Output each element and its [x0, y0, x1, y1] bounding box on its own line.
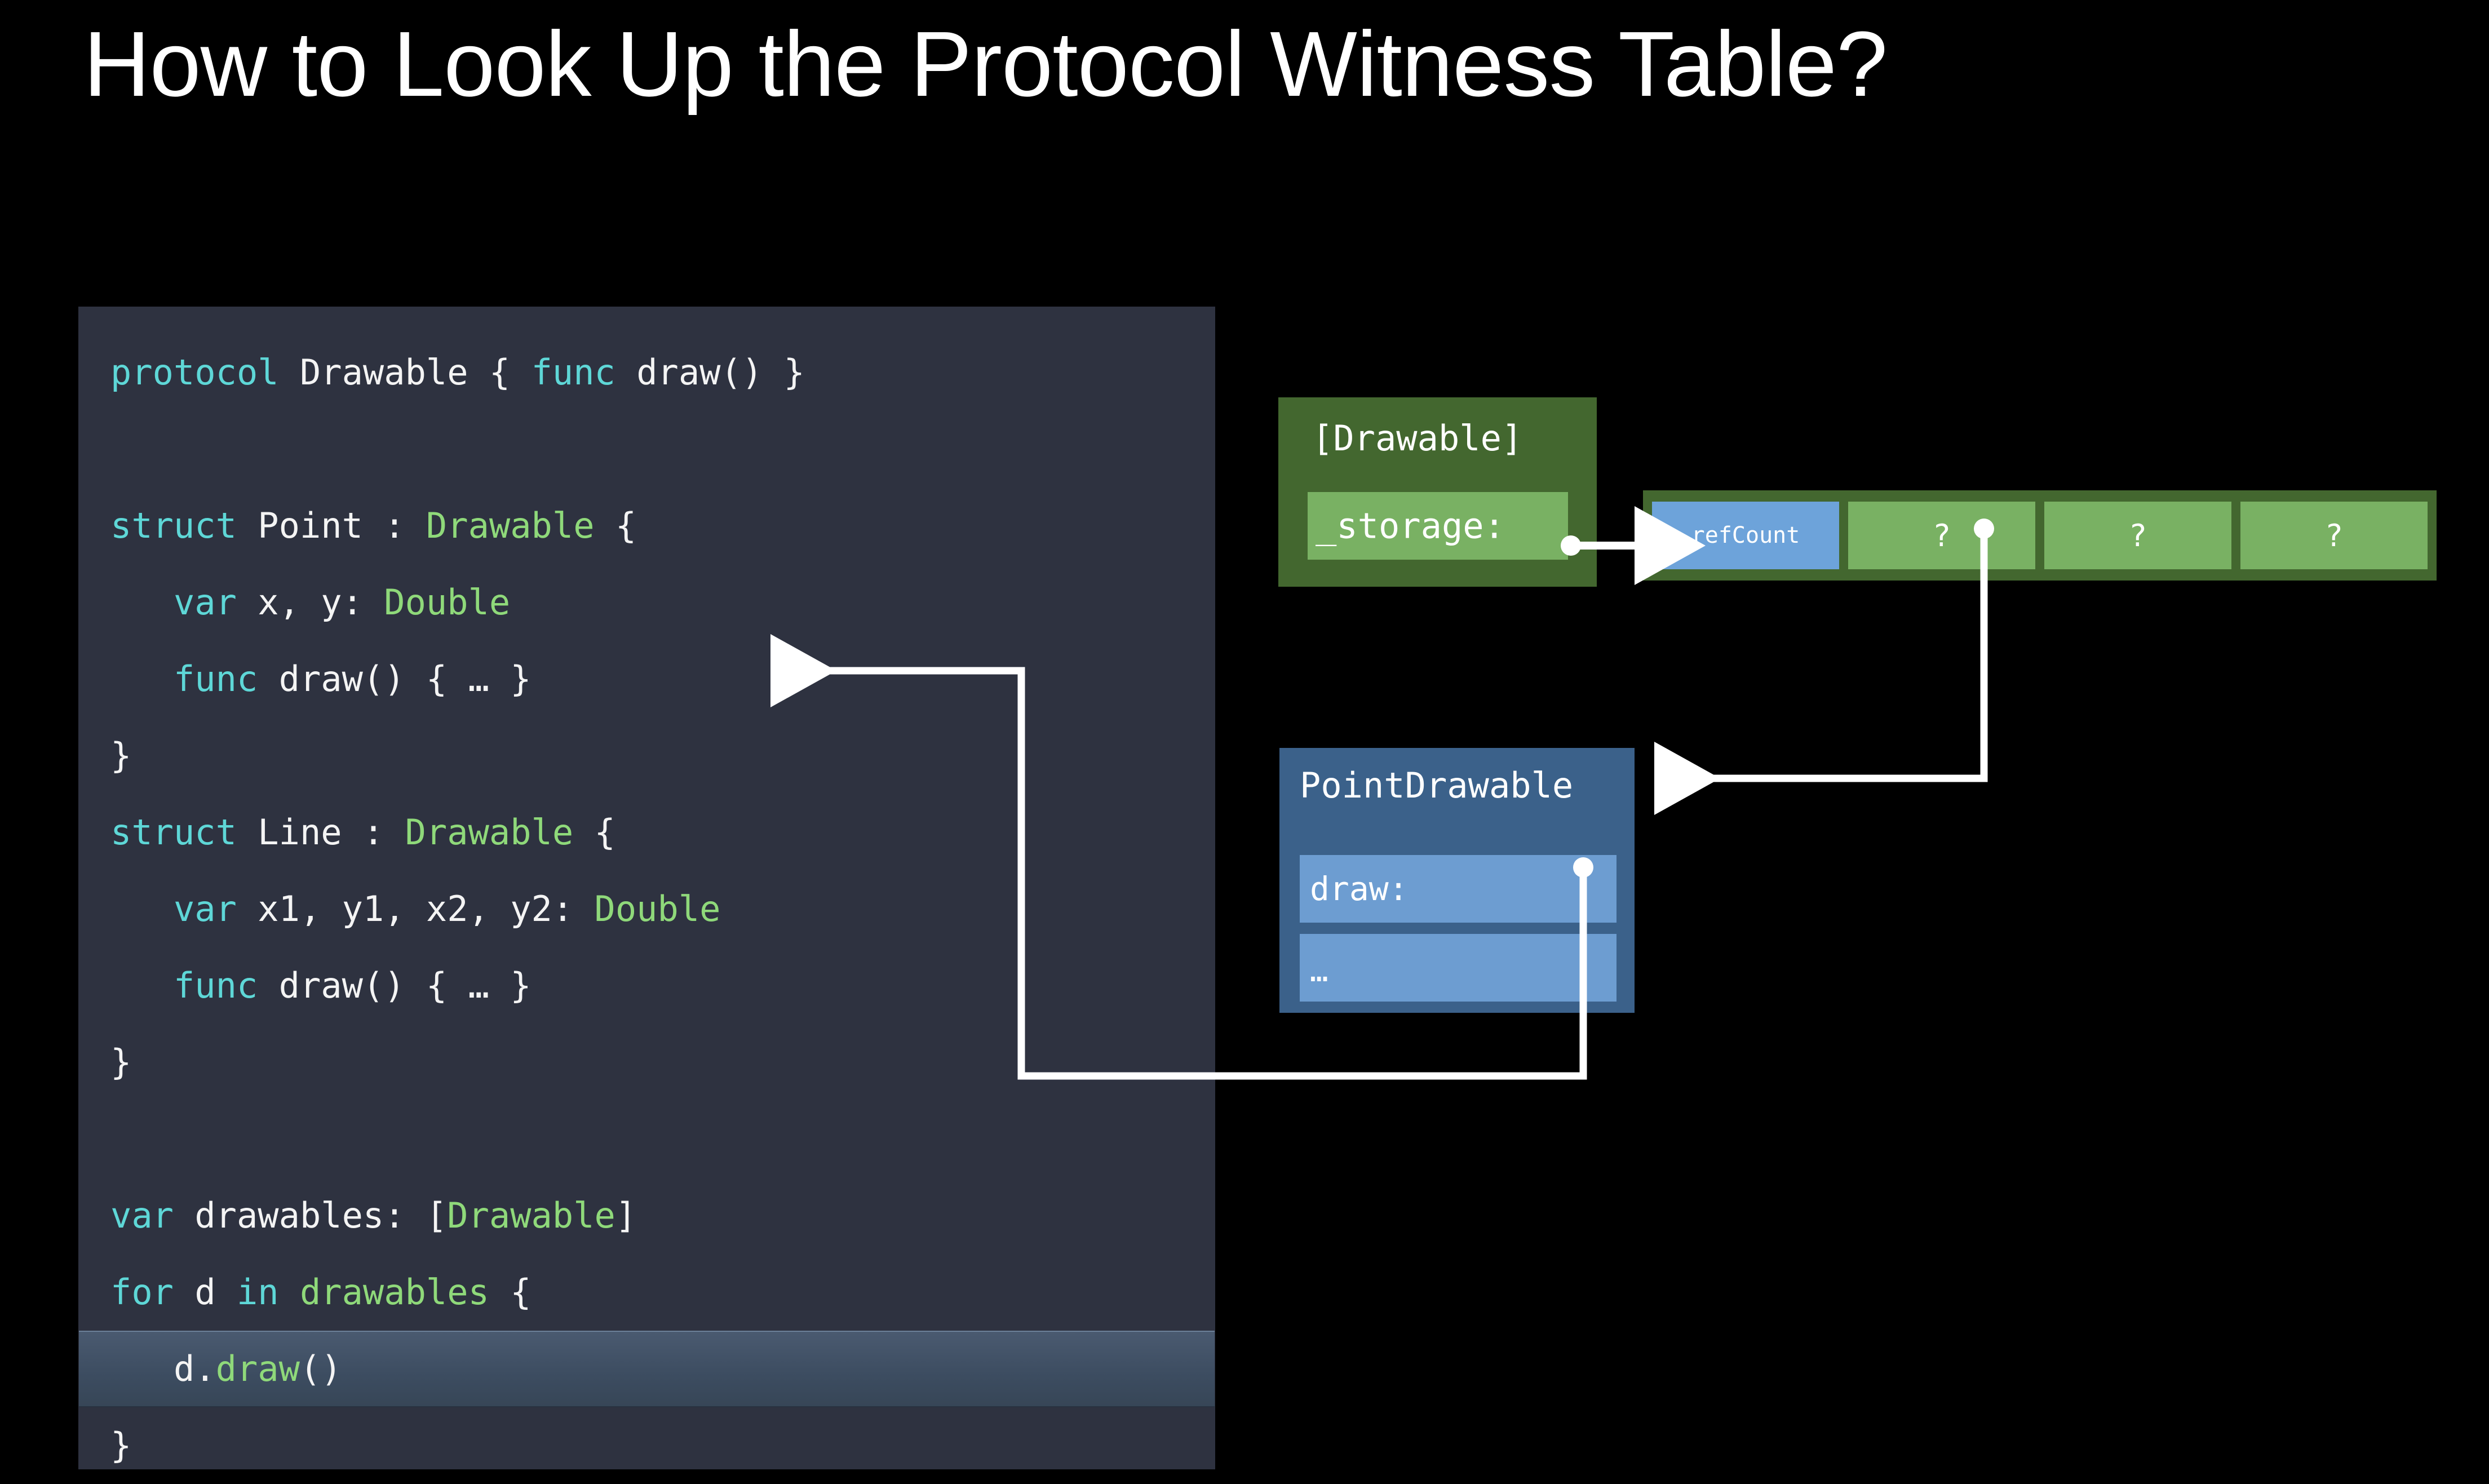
code-token-kw: func — [173, 965, 279, 1006]
code-line: func draw() { … } — [79, 641, 1215, 717]
code-token-kw: func — [531, 352, 637, 393]
code-token-type: Double — [594, 888, 721, 929]
code-token-id: draw() { … } — [278, 965, 532, 1006]
array-buffer: refCount??? — [1643, 490, 2437, 581]
code-token-kw: in — [236, 1272, 300, 1313]
witness-table-title: PointDrawable — [1300, 765, 1574, 806]
code-token-id: d — [194, 1272, 237, 1313]
code-line: } — [79, 717, 1215, 794]
buffer-cell-element: ? — [2044, 502, 2231, 569]
code-token-punc: { — [489, 352, 532, 393]
code-line: for d in drawables { — [79, 1254, 1215, 1331]
code-listing: protocol Drawable { func draw() } struct … — [79, 307, 1215, 1484]
code-token-punc: { — [489, 1272, 532, 1313]
code-line: struct Point : Drawable { — [79, 488, 1215, 564]
witness-table-row-draw: draw: — [1300, 855, 1616, 923]
existential-box: [Drawable] _storage: — [1278, 397, 1597, 587]
storage-field-label: _storage: — [1316, 505, 1505, 547]
code-line: var x, y: Double — [79, 564, 1215, 641]
witness-table-row-ellipsis: … — [1300, 934, 1616, 1002]
code-line: protocol Drawable { func draw() } — [79, 334, 1215, 411]
storage-field-slot: _storage: — [1308, 492, 1568, 560]
code-token-id: drawables: [ — [194, 1195, 448, 1236]
code-line: } — [79, 1024, 1215, 1101]
code-token-id: ] — [615, 1195, 637, 1236]
buffer-cell-element: ? — [2240, 502, 2428, 569]
code-token-kw: struct — [110, 812, 258, 853]
code-token-punc: { — [573, 812, 615, 853]
code-line: struct Line : Drawable { — [79, 794, 1215, 871]
code-token-kw: for — [110, 1272, 195, 1313]
code-token-type: Drawable — [405, 812, 574, 853]
buffer-cell-element: ? — [1848, 502, 2035, 569]
code-token-id: x1, y1, x2, y2: — [258, 888, 595, 929]
code-token-id: x, y: — [258, 582, 384, 623]
code-token-id: Point : — [258, 505, 426, 546]
code-token-punc: } — [110, 1042, 132, 1083]
code-line: var drawables: [Drawable] — [79, 1177, 1215, 1254]
code-line: func draw() { … } — [79, 947, 1215, 1024]
code-token-id: draw() } — [636, 352, 805, 393]
existential-box-title: [Drawable] — [1312, 418, 1523, 459]
buffer-cell-refcount: refCount — [1652, 502, 1839, 569]
code-token-id: Line : — [258, 812, 405, 853]
code-token-type: drawables — [299, 1272, 489, 1313]
code-line-highlighted: d.draw() — [79, 1331, 1215, 1407]
protocol-witness-table-box: PointDrawable draw: … — [1279, 748, 1635, 1013]
code-token-type: Drawable — [426, 505, 595, 546]
code-token-kw: func — [173, 658, 279, 699]
code-token-punc: } — [110, 735, 132, 776]
code-token-id: Drawable — [299, 352, 489, 393]
code-line: var x1, y1, x2, y2: Double — [79, 871, 1215, 947]
code-token-kw: var — [173, 888, 258, 929]
code-token-punc: { — [594, 505, 637, 546]
code-token-type: Drawable — [447, 1195, 615, 1236]
code-token-punc: } — [110, 1425, 132, 1466]
code-token-type: draw — [215, 1348, 300, 1389]
page-title: How to Look Up the Protocol Witness Tabl… — [83, 12, 1888, 116]
code-token-kw: var — [173, 582, 258, 623]
code-token-kw: var — [110, 1195, 195, 1236]
code-token-id: d. — [173, 1348, 216, 1389]
code-token-id: () — [299, 1348, 342, 1389]
code-line: } — [79, 1407, 1215, 1484]
code-token-kw: struct — [110, 505, 258, 546]
code-token-type: Double — [384, 582, 511, 623]
code-token-id: draw() { … } — [278, 658, 532, 699]
code-token-kw: protocol — [110, 352, 300, 393]
